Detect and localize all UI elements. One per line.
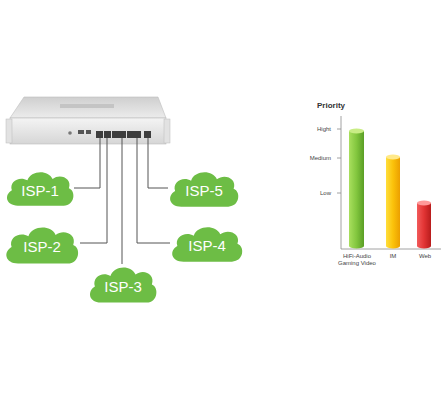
- axis-label: Medium: [300, 155, 331, 162]
- router-top: [10, 97, 166, 118]
- ethernet-port: [96, 131, 103, 138]
- ethernet-port: [112, 131, 119, 138]
- bar-top: [417, 201, 431, 206]
- chart-title: Priority: [317, 101, 345, 110]
- wire: [137, 138, 170, 243]
- wire: [148, 138, 168, 188]
- chart-axes: [337, 116, 441, 249]
- bar-low: [417, 201, 431, 249]
- isp-cloud: ISP-2: [2, 222, 82, 265]
- bar-label: HiFi-Audio Gaming Video: [336, 253, 378, 267]
- rack-ear: [164, 119, 170, 143]
- bar-label: IM: [378, 253, 408, 260]
- bar-medium: [386, 155, 400, 249]
- axis-tick: [337, 129, 341, 130]
- bar-top: [386, 155, 400, 160]
- isp-name: ISP-3: [86, 262, 160, 304]
- isp-cloud: ISP-3: [86, 262, 160, 304]
- bar-body: [349, 131, 364, 249]
- wire: [80, 138, 107, 243]
- wire: [122, 138, 123, 264]
- ethernet-ports: [96, 131, 151, 138]
- y-axis: [341, 116, 342, 249]
- x-axis: [341, 249, 441, 250]
- axis-tick: [337, 158, 341, 159]
- axis-tick: [337, 193, 341, 194]
- ethernet-port: [134, 131, 141, 138]
- ethernet-port: [144, 131, 151, 138]
- ethernet-port: [127, 131, 134, 138]
- wires: [74, 138, 170, 264]
- rack-ear: [6, 119, 12, 143]
- isp-cloud: ISP-1: [3, 167, 77, 207]
- bar-body: [417, 203, 431, 248]
- bar-label: Web: [410, 253, 440, 260]
- isp-name: ISP-2: [2, 222, 82, 265]
- bar-top: [349, 129, 364, 134]
- power-button: [68, 131, 72, 135]
- axis-label: Hight: [300, 126, 331, 133]
- isp-name: ISP-1: [3, 167, 77, 207]
- axis-label: Low: [300, 190, 331, 197]
- router-front: [10, 118, 166, 144]
- brand-plate: [60, 104, 114, 108]
- usb-port: [86, 130, 91, 134]
- isp-name: ISP-4: [168, 222, 246, 263]
- bar-high: [349, 129, 364, 249]
- isp-cloud: ISP-4: [168, 222, 246, 263]
- isp-name: ISP-5: [166, 167, 242, 208]
- isp-cloud: ISP-5: [166, 167, 242, 208]
- bar-body: [386, 157, 400, 248]
- ethernet-port: [119, 131, 126, 138]
- console-port: [78, 130, 84, 134]
- wire: [74, 138, 100, 188]
- router-device: [6, 97, 170, 144]
- ethernet-port: [104, 131, 111, 138]
